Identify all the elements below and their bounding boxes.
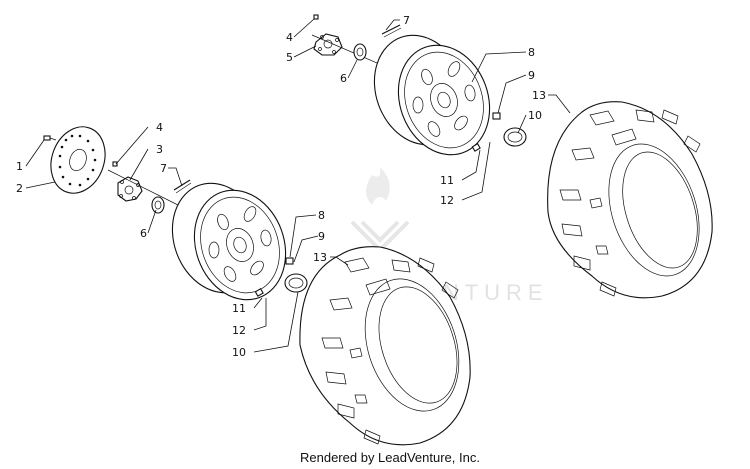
callout-front-6: 6 <box>140 227 147 240</box>
front-bearing <box>151 196 165 214</box>
front-hub <box>117 176 143 202</box>
callout-front-2: 2 <box>16 182 23 195</box>
callout-rear-8: 8 <box>528 46 535 59</box>
front-wheel-rim <box>171 182 287 301</box>
callout-rear-5: 5 <box>286 51 293 64</box>
rear-stud <box>313 14 319 20</box>
brake-disc <box>50 126 106 194</box>
rear-tire <box>547 101 713 299</box>
flame-logo-icon <box>366 167 390 205</box>
callout-front-4: 4 <box>156 121 163 134</box>
callout-rear-12: 12 <box>440 194 454 207</box>
front-tire <box>299 246 471 446</box>
front-hub-cap <box>284 273 308 293</box>
rear-valve-stem <box>471 143 481 152</box>
front-axle-line <box>107 169 189 211</box>
rear-callouts: 4 5 6 7 8 9 10 11 12 13 <box>286 14 546 207</box>
callout-front-10: 10 <box>232 346 246 359</box>
callout-rear-13: 13 <box>532 89 546 102</box>
front-callouts: 1 2 3 4 6 7 8 9 10 11 12 13 <box>16 121 327 359</box>
rear-wheel-rim <box>373 34 491 156</box>
callout-front-11: 11 <box>232 302 246 315</box>
rear-lug-nut <box>492 112 501 120</box>
callout-front-1: 1 <box>16 160 23 173</box>
rear-cotter-pin <box>381 24 402 38</box>
callout-front-13: 13 <box>313 251 327 264</box>
rear-hub-cap <box>503 127 527 147</box>
callout-front-12: 12 <box>232 324 246 337</box>
rear-bearing <box>353 43 367 61</box>
rendered-by-footer: Rendered by LeadVenture, Inc. <box>300 450 480 465</box>
front-valve-stem <box>254 288 264 297</box>
callout-rear-6: 6 <box>340 72 347 85</box>
callout-rear-11: 11 <box>440 174 454 187</box>
leader-lines <box>25 18 571 353</box>
disc-bolt <box>43 135 57 141</box>
callout-rear-4: 4 <box>286 31 293 44</box>
callout-front-7: 7 <box>160 162 167 175</box>
rear-hub <box>313 33 343 56</box>
callout-front-8: 8 <box>318 209 325 222</box>
callout-rear-10: 10 <box>528 109 542 122</box>
front-lug-nut <box>285 257 294 265</box>
callout-rear-7: 7 <box>403 14 410 27</box>
front-stud <box>112 161 118 167</box>
v-logo-icon <box>350 220 410 253</box>
callout-front-9: 9 <box>318 230 325 243</box>
callout-rear-9: 9 <box>528 69 535 82</box>
callout-front-3: 3 <box>156 143 163 156</box>
